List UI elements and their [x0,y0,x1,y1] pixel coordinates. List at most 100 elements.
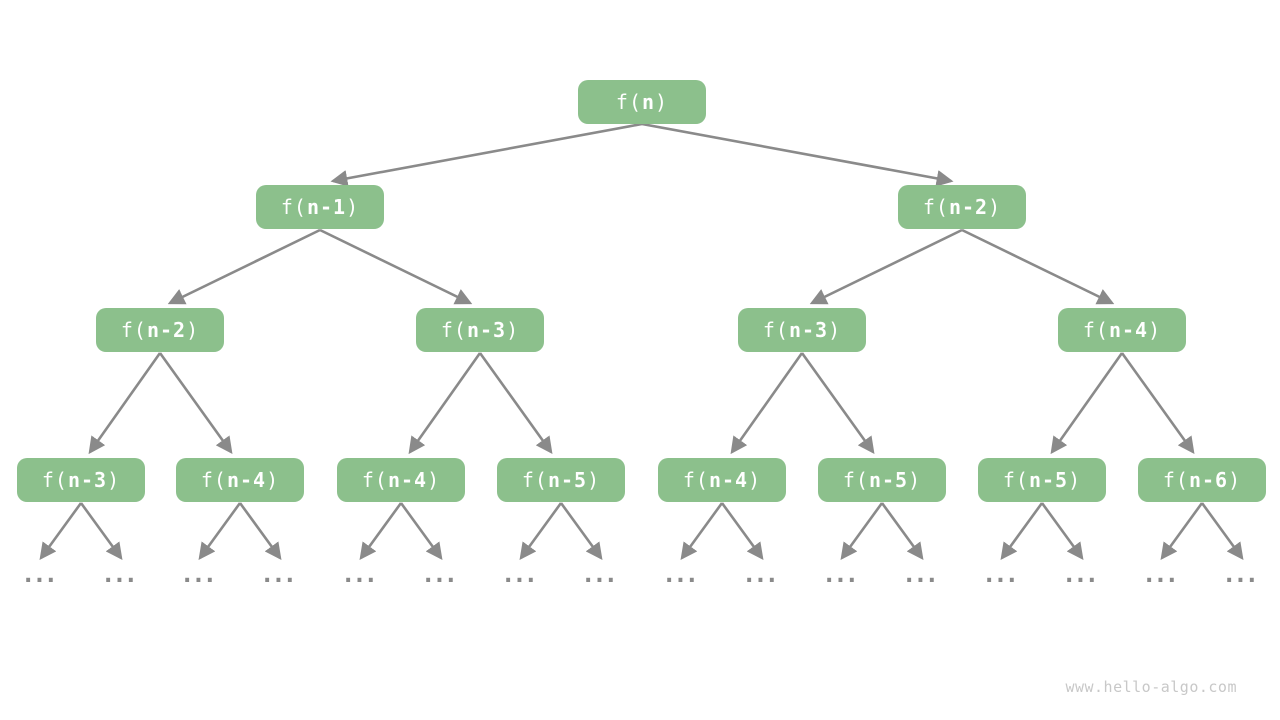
edge [559,502,603,561]
ellipsis-leaf-12: ... [984,563,1020,588]
edge [478,352,553,455]
ellipsis-leaf-2: ... [182,563,218,588]
node-l2-3: f(n-4) [1058,308,1186,352]
node-label: f( [1162,468,1189,492]
node-label: f( [120,318,147,342]
node-l3-0: f(n-3) [17,458,145,502]
node-label-arg: n-4 [708,468,749,492]
edge [39,502,83,561]
edge [198,502,242,561]
node-label: ) [346,195,360,219]
ellipsis-leaf-14: ... [1144,563,1180,588]
edge [1160,502,1204,561]
node-label: f( [200,468,227,492]
node-label: f( [41,468,68,492]
ellipsis-leaf-11: ... [904,563,940,588]
node-label-arg: n-3 [67,468,108,492]
node-label: f( [280,195,307,219]
node-label-arg: n [642,90,656,114]
node-label: f( [922,195,949,219]
edge [167,228,321,305]
node-label: ) [828,318,842,342]
node-label-arg: n-2 [146,318,187,342]
ellipsis-leaf-13: ... [1064,563,1100,588]
node-label: ) [186,318,200,342]
node-l1-0: f(n-1) [256,185,384,229]
node-label-arg: n-5 [868,468,909,492]
edge [1200,502,1244,561]
node-l3-5: f(n-5) [818,458,946,502]
edge [1000,502,1044,561]
node-label: ) [107,468,121,492]
edge [641,122,954,187]
ellipsis-leaf-0: ... [23,563,59,588]
node-l3-3: f(n-5) [497,458,625,502]
node-label: f( [615,90,642,114]
edge [79,502,123,561]
node-root: f(n) [578,80,706,124]
node-label: f( [440,318,467,342]
edge [800,352,875,455]
edge [399,502,443,561]
node-l2-2: f(n-3) [738,308,866,352]
ellipsis-leaf-10: ... [824,563,860,588]
ellipsis-leaf-6: ... [503,563,539,588]
node-label-arg: n-4 [387,468,428,492]
node-l3-6: f(n-5) [978,458,1106,502]
edge [158,352,233,455]
node-l3-7: f(n-6) [1138,458,1266,502]
node-label-arg: n-2 [948,195,989,219]
node-label-arg: n-4 [1108,318,1149,342]
edge [880,502,924,561]
node-label: ) [266,468,280,492]
watermark-text: www.hello-algo.com [1065,678,1237,696]
edge [1120,352,1195,455]
ellipsis-leaf-4: ... [343,563,379,588]
node-label: f( [1082,318,1109,342]
node-label-arg: n-3 [788,318,829,342]
node-l3-4: f(n-4) [658,458,786,502]
node-label: ) [748,468,762,492]
edge [359,502,403,561]
node-label-arg: n-5 [547,468,588,492]
node-l1-1: f(n-2) [898,185,1026,229]
edge [840,502,884,561]
node-label: f( [1002,468,1029,492]
node-l2-0: f(n-2) [96,308,224,352]
node-label: f( [842,468,869,492]
node-label: f( [521,468,548,492]
node-label: ) [587,468,601,492]
edge [408,352,482,455]
ellipsis-leaf-3: ... [262,563,298,588]
edge [1040,502,1084,561]
node-label: ) [1148,318,1162,342]
node-label: f( [361,468,388,492]
node-label-arg: n-6 [1188,468,1229,492]
node-l3-1: f(n-4) [176,458,304,502]
edge [330,122,643,187]
edge [319,228,473,305]
node-label: ) [1228,468,1242,492]
ellipsis-leaf-15: ... [1224,563,1260,588]
node-label-arg: n-3 [466,318,507,342]
node-label-arg: n-1 [306,195,347,219]
node-label: ) [427,468,441,492]
node-l3-2: f(n-4) [337,458,465,502]
ellipsis-leaf-7: ... [583,563,619,588]
edge [1050,352,1124,455]
node-label: ) [908,468,922,492]
node-label: f( [682,468,709,492]
node-label: f( [762,318,789,342]
node-label: ) [506,318,520,342]
edge [680,502,724,561]
ellipsis-leaf-8: ... [664,563,700,588]
edge [88,352,162,455]
edge [730,352,804,455]
node-label: ) [1068,468,1082,492]
node-label-arg: n-4 [226,468,267,492]
edge [519,502,563,561]
ellipsis-leaf-1: ... [103,563,139,588]
node-label: ) [988,195,1002,219]
